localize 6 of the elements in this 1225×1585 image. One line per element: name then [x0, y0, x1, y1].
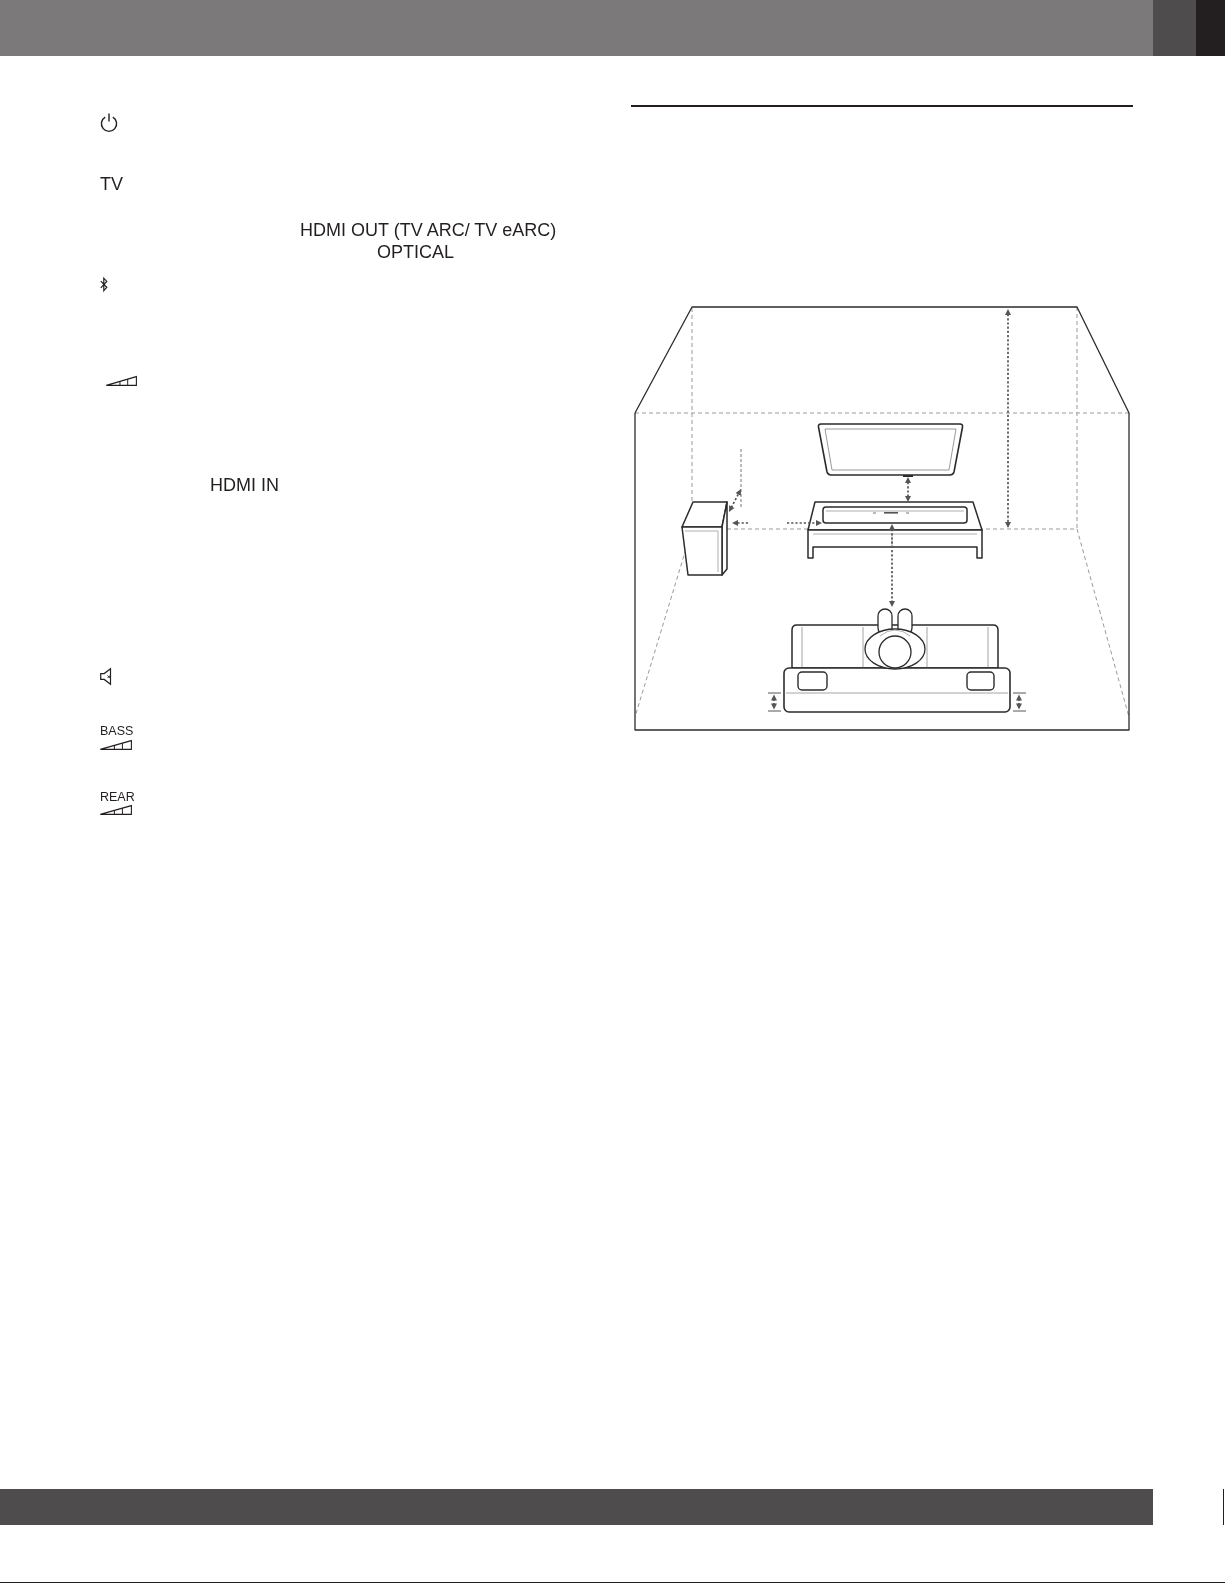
port-label: HDMI IN — [210, 475, 279, 494]
control-label: REAR — [100, 791, 135, 804]
port-label: OPTICAL — [377, 242, 455, 261]
control-label: BASS — [100, 725, 134, 738]
control-label: TV — [100, 174, 123, 193]
port-label: HDMI OUT (TV ARC/ TV eARC) — [300, 220, 557, 239]
